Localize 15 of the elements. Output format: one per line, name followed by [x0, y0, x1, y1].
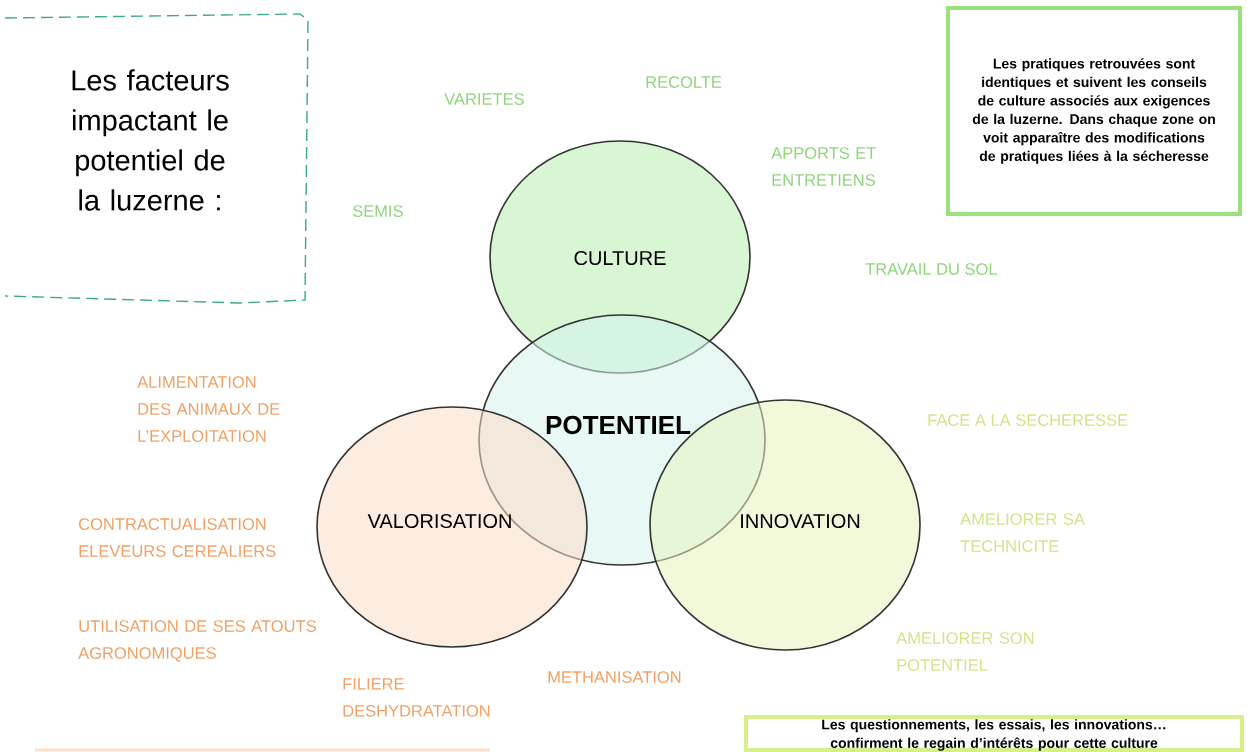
- factor-label: ALIMENTATION DES ANIMAUX DE L’EXPLOITATION: [137, 376, 280, 442]
- factor-label: RECOLTE: [646, 76, 722, 88]
- factor-label: UTILISATION DE SES ATOUTS AGRONOMIQUES: [78, 620, 316, 662]
- factor-label: METHANISATION: [548, 671, 681, 683]
- factor-label: APPORTS ET ENTRETIENS: [771, 147, 876, 186]
- factor-label: AMELIORER SA TECHNICITE: [960, 513, 1085, 552]
- title-box: Les facteurs impactant le potentiel de la luzerne :: [4, 13, 309, 304]
- factor-label: VARIETES: [444, 93, 524, 105]
- factor-label: TRAVAIL DU SOL: [865, 263, 997, 275]
- factor-label: AMELIORER SON POTENTIEL: [896, 632, 1034, 671]
- factor-label: FILIERE DESHYDRATATION: [343, 678, 490, 717]
- note-box: Les pratiques retrouvées sont identiques et suivent les conseils de culture associés aux exigences de la luzerne. Dans chaque zone on voit apparaître des modifications de pratiques liées à la sécheresse: [946, 6, 1242, 216]
- note-box: Les questionnements, les essais, les innovations… confirment le regain d’intérêts pour cette culture: [744, 715, 1244, 752]
- factor-label: CONTRACTUALISATION ELEVEURS CEREALIERS: [79, 518, 276, 557]
- factor-label: SEMIS: [352, 205, 403, 217]
